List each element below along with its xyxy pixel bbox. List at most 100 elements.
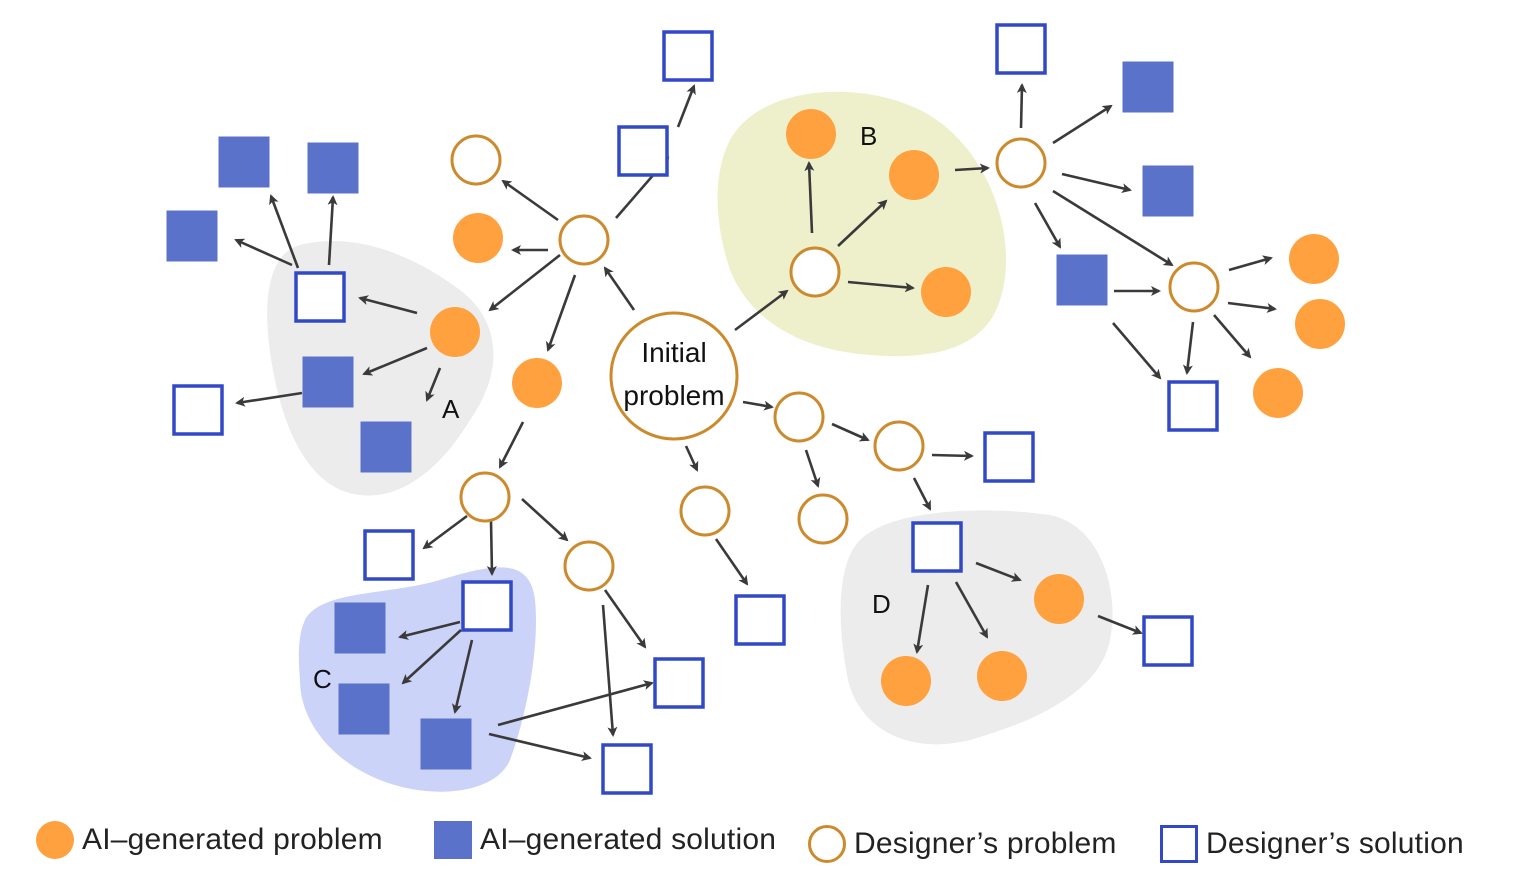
designer-solution-node (911, 521, 963, 573)
arrow-edge (975, 561, 1022, 582)
legend-label: AI–generated solution (480, 823, 777, 856)
ai-solution-node (218, 136, 270, 188)
arrow-edge (362, 346, 428, 376)
designer-solution-node (363, 529, 415, 581)
arrow-edge (401, 629, 462, 685)
region-label-a: A (442, 394, 460, 424)
arrow-edge (269, 194, 300, 269)
arrow-edge (358, 295, 418, 315)
arrow-edge (847, 280, 915, 293)
arrow-edge (1016, 83, 1027, 129)
designer-solution-node (294, 271, 346, 323)
arrow-edge (913, 584, 930, 654)
arrow-edge (1228, 255, 1273, 272)
designer-problem-node (558, 214, 610, 266)
arrow-edge (546, 274, 577, 352)
designer-problem-node (789, 246, 841, 298)
designer-solution-node (461, 580, 513, 632)
ai-solution-symbol-icon (434, 821, 472, 859)
region-label-b: B (860, 121, 877, 151)
designer-solution-node (983, 431, 1035, 483)
arrow-edge (1097, 614, 1143, 635)
arrow-edge (714, 538, 749, 586)
ai-solution-node (334, 602, 386, 654)
arrow-edge (1227, 301, 1277, 313)
designer-solution-node (172, 384, 224, 436)
ai-problem-node (1295, 299, 1345, 349)
ai-solution-node (1122, 61, 1174, 113)
arrow-edge (603, 589, 647, 649)
arrow-edge (1112, 322, 1162, 380)
ai-problem-node (1253, 368, 1303, 418)
designer-solution-symbol-icon (1160, 825, 1198, 863)
designer-problem-node (873, 420, 925, 472)
designer-problem-node (450, 134, 502, 186)
arrow-edge (1052, 104, 1113, 145)
arrow-edge (498, 421, 525, 469)
arrow-edge (1213, 314, 1252, 359)
legend-item-ai-solution: AI–generated solution (434, 810, 776, 870)
arrow-edge (676, 84, 696, 128)
region-label-d: D (872, 589, 891, 619)
arrow-edge (234, 238, 293, 267)
region-label-c: C (313, 664, 332, 694)
ai-solution-node (166, 210, 218, 262)
legend-label: AI–generated problem (82, 823, 383, 856)
ai-problem-node (1289, 234, 1339, 284)
arrow-edge (912, 477, 932, 511)
designer-solution-node (653, 657, 705, 709)
ai-problem-node (453, 213, 503, 263)
arrow-edge (327, 195, 338, 266)
ai-problem-node (512, 358, 562, 408)
arrow-edge (954, 581, 989, 639)
arrow-edge (235, 391, 303, 407)
arrow-edge (422, 514, 468, 550)
legend-label: Designer’s solution (1206, 827, 1464, 860)
arrow-edge (954, 163, 990, 174)
initial-problem-node: Initial problem (609, 311, 739, 441)
arrow-edge (601, 604, 618, 737)
arrow-edge (742, 400, 774, 411)
designer-problem-node (679, 485, 731, 537)
region-d (840, 510, 1113, 745)
ai-solution-node (1056, 254, 1108, 306)
ai-solution-node (420, 718, 472, 770)
legend-item-ai-problem: AI–generated problem (36, 810, 383, 870)
arrow-edge (1061, 172, 1132, 194)
ai-problem-node (786, 109, 836, 159)
legend-label: Designer’s problem (854, 827, 1117, 860)
arrow-edge (425, 367, 442, 402)
legend-item-designer-solution: Designer’s solution (1160, 814, 1464, 874)
ai-problem-node (430, 307, 480, 357)
ai-solution-node (302, 356, 354, 408)
initial-problem-label-line2: problem (623, 380, 724, 411)
ai-solution-node (307, 142, 359, 194)
designer-solution-node (662, 30, 714, 82)
designer-solution-node (1167, 380, 1219, 432)
designer-problem-node (773, 391, 825, 443)
arrow-edge (831, 422, 870, 442)
arrow-edge (1052, 189, 1174, 267)
ai-problem-node (1034, 574, 1084, 624)
legend: AI–generated problem AI–generated soluti… (0, 810, 1519, 870)
ai-solution-node (1142, 165, 1194, 217)
arrow-edge (1182, 321, 1195, 375)
designer-problem-symbol-icon (808, 825, 846, 863)
designer-problem-node (563, 540, 615, 592)
ai-problem-node (921, 267, 971, 317)
ai-problem-node (881, 656, 931, 706)
ai-problem-node (889, 150, 939, 200)
arrow-edge (497, 680, 654, 727)
arrow-edge (684, 445, 699, 472)
arrow-edge (488, 253, 561, 312)
ai-problem-symbol-icon (36, 821, 74, 859)
arrow-edge (837, 199, 888, 247)
arrow-edge (804, 161, 815, 234)
designer-solution-node (734, 594, 786, 646)
arrow-edge (734, 289, 789, 332)
arrow-edge (398, 620, 461, 640)
designer-problem-node (1168, 261, 1220, 313)
arrow-edge (1033, 202, 1062, 249)
initial-problem-label-line1: Initial (641, 337, 706, 368)
